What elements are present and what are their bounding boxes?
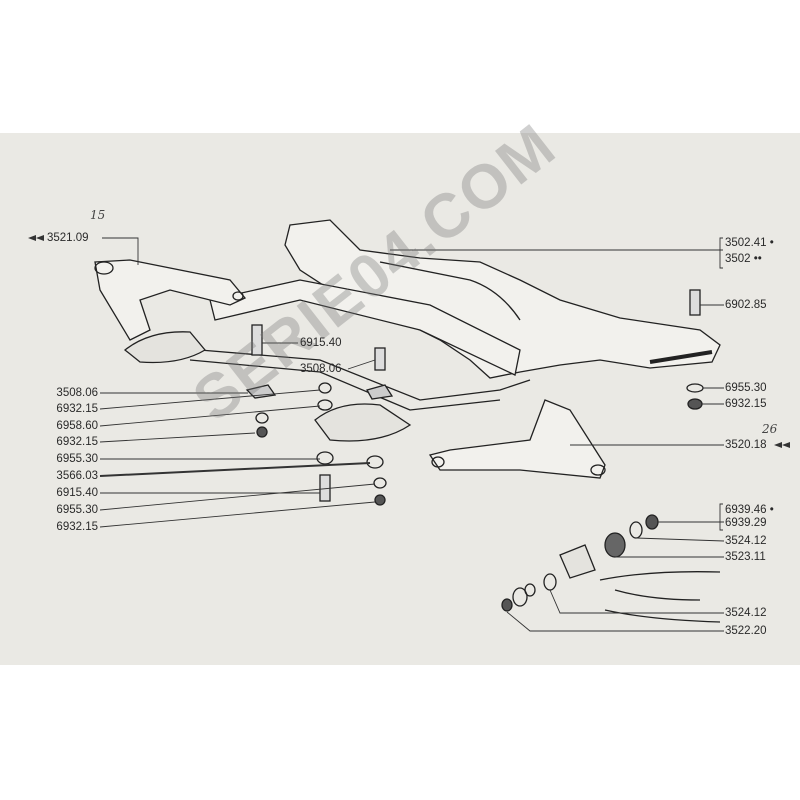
part-label: 6932.15 <box>725 398 767 410</box>
part-label: 6932.15 <box>56 521 98 533</box>
bushing-3523-11 <box>559 544 596 579</box>
part-label: 6932.15 <box>56 436 98 448</box>
arrow-icons <box>28 235 790 448</box>
frame-rail <box>209 279 521 376</box>
left-wishbone-3521-09 <box>94 259 247 341</box>
part-label: 3523.11 <box>725 551 766 563</box>
handwritten-note: 15 <box>90 208 106 222</box>
left-bracket-plate <box>123 331 206 364</box>
part-label: 3520.18 <box>725 439 767 451</box>
part-label: 6915.40 <box>56 487 98 499</box>
diagram-paper <box>0 133 800 665</box>
part-label: 6915.40 <box>300 337 342 349</box>
part-label: 3508.06 <box>300 363 342 375</box>
handwritten-note: 26 <box>762 422 778 436</box>
part-label: 3502.41 • <box>725 237 774 249</box>
part-label: 3521.09 <box>47 232 89 244</box>
part-label: 6958.60 <box>56 420 98 432</box>
double-arrow-right-icon <box>774 442 790 448</box>
part-label: 6955.30 <box>56 504 98 516</box>
part-label: 6939.29 <box>725 517 767 529</box>
part-label: 3502 •• <box>725 253 762 265</box>
part-label: 3522.20 <box>725 625 767 637</box>
part-label: 6955.30 <box>725 382 767 394</box>
part-label: 3524.12 <box>725 607 767 619</box>
part-label: 6932.15 <box>56 403 98 415</box>
leader-lines <box>99 237 725 632</box>
part-label: 3566.03 <box>56 470 98 482</box>
center-bracket-3566-03 <box>314 403 412 442</box>
double-arrow-left-icon <box>28 235 44 241</box>
part-label: 3524.12 <box>725 535 767 547</box>
part-label: 3508.06 <box>56 387 98 399</box>
right-wishbone-3520-18 <box>428 399 606 479</box>
part-label: 6955.30 <box>56 453 98 465</box>
part-label: 6902.85 <box>725 299 767 311</box>
part-label: 6939.46 • <box>725 504 774 516</box>
